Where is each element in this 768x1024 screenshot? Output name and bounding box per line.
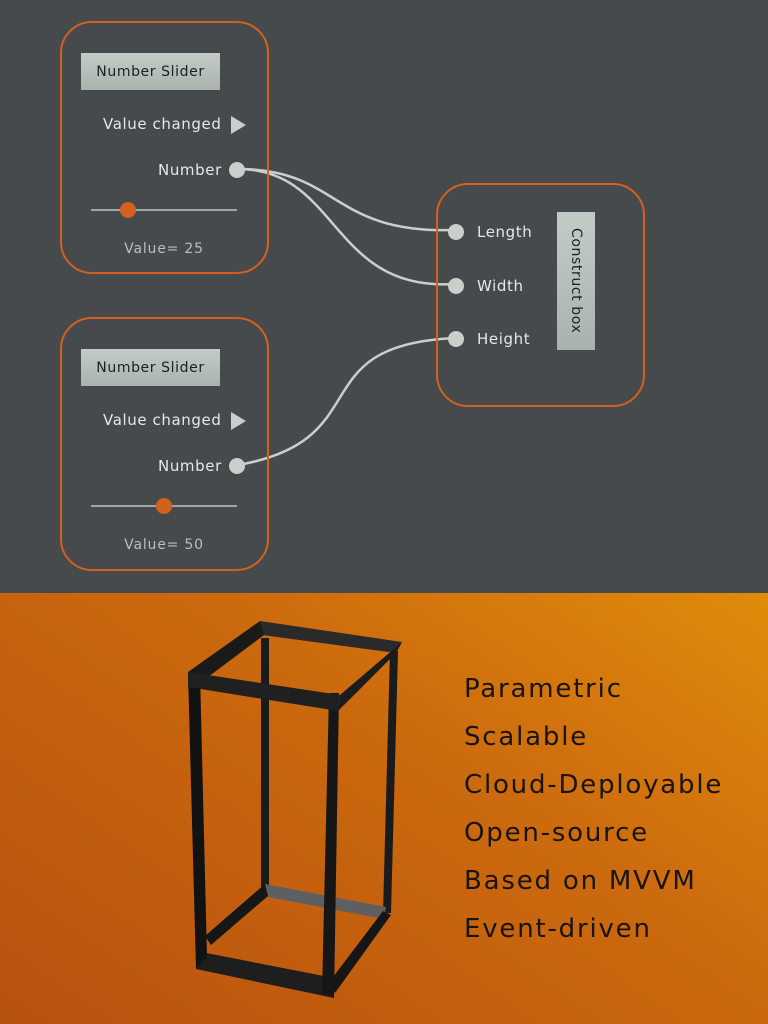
number-slider-node-1[interactable]: Number Slider Value changed Number Value… <box>60 21 269 274</box>
feature-item: Based on MVVM <box>464 866 697 896</box>
feature-item: Event-driven <box>464 914 652 944</box>
number-slider-node-2[interactable]: Number Slider Value changed Number Value… <box>60 317 269 571</box>
value-readout: Value= 25 <box>62 241 266 257</box>
slider-track[interactable] <box>91 209 237 211</box>
length-input-label: Length <box>477 223 533 241</box>
slider-knob[interactable] <box>156 498 172 514</box>
value-number: 50 <box>184 537 204 553</box>
height-input-label: Height <box>477 330 531 348</box>
value-prefix: Value= <box>124 537 180 553</box>
wire-number2-height <box>237 336 456 467</box>
node-title[interactable]: Construct box <box>557 212 595 350</box>
top-front-bar <box>188 672 340 711</box>
feature-item: Cloud-Deployable <box>464 770 724 800</box>
value-changed-label: Value changed <box>103 411 222 429</box>
bottom-right-bar <box>330 911 391 993</box>
value-number: 25 <box>184 241 204 257</box>
slider-knob[interactable] <box>119 202 136 218</box>
width-input-port[interactable] <box>448 278 464 294</box>
number-output-port[interactable] <box>229 458 245 474</box>
front-right-post <box>322 693 339 998</box>
box-frame-model <box>188 621 402 998</box>
feature-item: Scalable <box>464 722 589 752</box>
wire-number1-length <box>237 167 456 232</box>
value-prefix: Value= <box>124 241 180 257</box>
construct-box-node[interactable]: Length Width Height Construct box <box>436 183 645 407</box>
play-icon[interactable] <box>231 412 246 430</box>
front-left-post <box>188 673 207 969</box>
wire-number1-width <box>237 167 456 286</box>
play-icon[interactable] <box>231 116 246 134</box>
feature-item: Open-source <box>464 818 649 848</box>
back-right-post <box>383 651 398 913</box>
width-input-label: Width <box>477 277 524 295</box>
top-right-bar <box>338 642 402 711</box>
feature-list: Parametric Scalable Cloud-Deployable Ope… <box>464 665 723 953</box>
top-back-bar <box>260 621 402 653</box>
node-title[interactable]: Number Slider <box>81 53 220 90</box>
bottom-left-bar <box>205 884 268 945</box>
node-editor-canvas[interactable]: Number Slider Value changed Number Value… <box>0 0 768 593</box>
height-input-port[interactable] <box>448 331 464 347</box>
connection-wires <box>237 167 456 467</box>
feature-item: Parametric <box>464 674 623 704</box>
bottom-front-bar <box>196 951 334 998</box>
top-left-bar <box>188 621 264 683</box>
node-title[interactable]: Number Slider <box>81 349 220 386</box>
number-output-port[interactable] <box>229 162 245 178</box>
number-output-label: Number <box>158 457 222 475</box>
value-readout: Value= 50 <box>62 537 266 553</box>
value-changed-label: Value changed <box>103 115 222 133</box>
length-input-port[interactable] <box>448 224 464 240</box>
result-panel: Parametric Scalable Cloud-Deployable Ope… <box>0 593 768 1024</box>
back-left-post <box>261 638 269 889</box>
number-output-label: Number <box>158 161 222 179</box>
